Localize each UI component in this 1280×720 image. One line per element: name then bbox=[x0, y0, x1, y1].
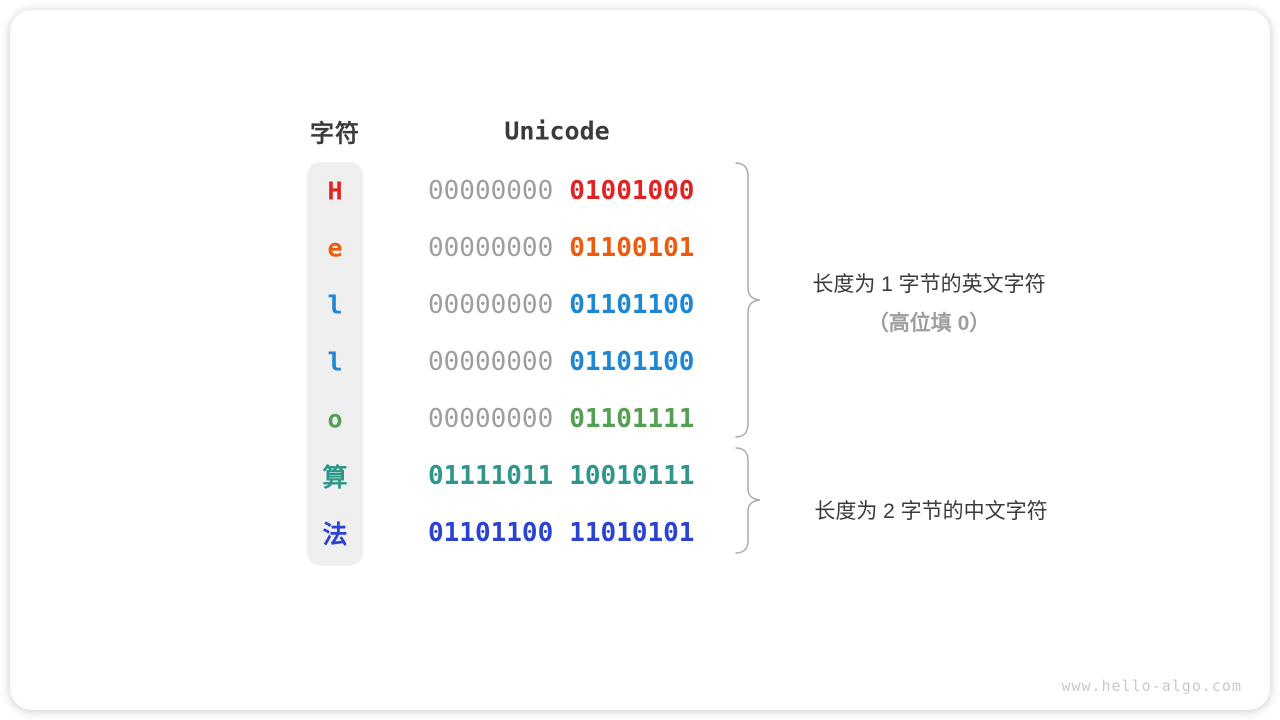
char-cell: l bbox=[327, 347, 343, 377]
binary-row: 00000000 01100101 bbox=[428, 235, 694, 261]
char-cell: o bbox=[327, 404, 343, 434]
char-cell: 算 bbox=[322, 463, 348, 492]
curly-brace-icon bbox=[735, 162, 761, 438]
char-cell: l bbox=[327, 290, 343, 320]
byte-high: 01111011 bbox=[428, 461, 554, 491]
byte-low: 01001000 bbox=[569, 176, 695, 206]
byte-high: 00000000 bbox=[428, 233, 554, 263]
diagram-card: 字符 Unicode H e l l o 算 法 00000000 0100100… bbox=[10, 10, 1270, 710]
byte-low: 01100101 bbox=[569, 233, 695, 263]
char-cell: H bbox=[327, 176, 343, 206]
column-header-unicode: Unicode bbox=[504, 116, 610, 146]
binary-row: 01111011 10010111 bbox=[428, 463, 694, 489]
annotation-english-chars: 长度为 1 字节的英文字符 bbox=[812, 273, 1046, 296]
byte-low: 01101100 bbox=[569, 290, 695, 320]
byte-low: 01101111 bbox=[569, 404, 695, 434]
char-column-background bbox=[307, 162, 363, 566]
binary-row: 00000000 01101111 bbox=[428, 406, 694, 432]
byte-high: 01101100 bbox=[428, 518, 554, 548]
byte-high: 00000000 bbox=[428, 290, 554, 320]
annotation-chinese-chars: 长度为 2 字节的中文字符 bbox=[814, 500, 1048, 523]
column-header-char: 字符 bbox=[310, 120, 360, 148]
binary-row: 00000000 01101100 bbox=[428, 292, 694, 318]
byte-low: 10010111 bbox=[569, 461, 695, 491]
watermark-url: www.hello-algo.com bbox=[1061, 677, 1242, 695]
char-cell: 法 bbox=[322, 520, 348, 549]
byte-low: 01101100 bbox=[569, 347, 695, 377]
binary-row: 00000000 01101100 bbox=[428, 349, 694, 375]
byte-high: 00000000 bbox=[428, 404, 554, 434]
char-cell: e bbox=[327, 233, 343, 263]
byte-high: 00000000 bbox=[428, 176, 554, 206]
binary-row: 00000000 01001000 bbox=[428, 178, 694, 204]
annotation-high-bits-zero: （高位填 0） bbox=[867, 312, 991, 335]
byte-high: 00000000 bbox=[428, 347, 554, 377]
binary-row: 01101100 11010101 bbox=[428, 520, 694, 546]
byte-low: 11010101 bbox=[569, 518, 695, 548]
curly-brace-icon bbox=[735, 447, 761, 554]
